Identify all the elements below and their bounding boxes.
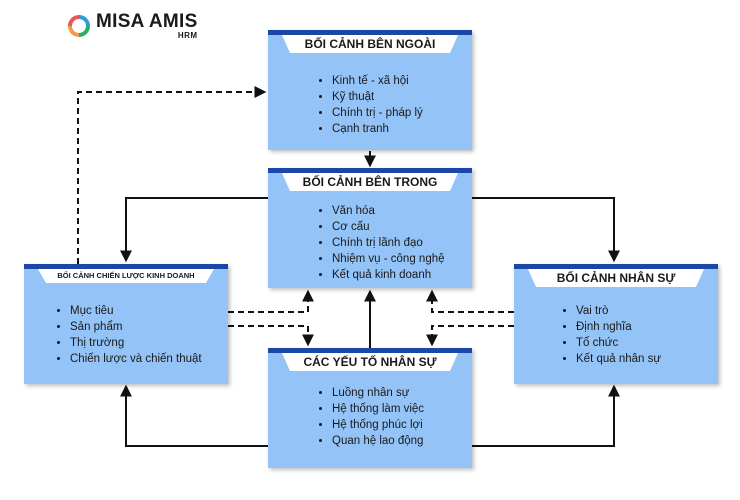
hr-context-list: Vai tròĐịnh nghĩaTổ chứcKết quả nhân sự <box>560 303 661 367</box>
arrow-internal-to-business <box>120 197 268 263</box>
business-strategy-title: BỐI CẢNH CHIẾN LƯỢC KINH DOANH <box>38 269 214 283</box>
arrow-hr-factors-to-hr-context <box>472 384 620 447</box>
misa-logo-icon <box>68 15 90 37</box>
business-strategy-box: BỐI CẢNH CHIẾN LƯỢC KINH DOANH Mục tiêuS… <box>24 264 228 384</box>
list-item: Kết quả nhân sự <box>576 351 661 367</box>
list-item: Kết quả kinh doanh <box>332 267 445 283</box>
list-item: Thị trường <box>70 335 202 351</box>
list-item: Kỹ thuật <box>332 89 423 105</box>
arrow-business-to-internal <box>228 289 314 313</box>
arrow-hr-factors-to-business <box>120 384 268 447</box>
list-item: Quan hệ lao động <box>332 433 424 449</box>
list-item: Hệ thống làm việc <box>332 401 424 417</box>
arrow-business-to-external <box>77 86 267 264</box>
list-item: Chiến lược và chiến thuật <box>70 351 202 367</box>
arrow-business-to-hr-factors <box>228 325 314 347</box>
list-item: Vai trò <box>576 303 661 319</box>
list-item: Hệ thống phúc lợi <box>332 417 424 433</box>
external-context-list: Kinh tế - xã hộiKỹ thuậtChính trị - pháp… <box>316 73 423 137</box>
business-strategy-list: Mục tiêuSản phẩmThị trườngChiến lược và … <box>54 303 202 367</box>
list-item: Tổ chức <box>576 335 661 351</box>
hr-context-title: BỐI CẢNH NHÂN SỰ <box>528 269 704 287</box>
external-context-title: BỐI CẢNH BÊN NGOÀI <box>282 35 458 53</box>
list-item: Văn hóa <box>332 203 445 219</box>
logo-name: MISA AMIS <box>96 11 198 32</box>
hr-factors-title: CÁC YẾU TỐ NHÂN SỰ <box>282 353 458 371</box>
list-item: Luồng nhân sự <box>332 385 424 401</box>
list-item: Sản phẩm <box>70 319 202 335</box>
external-context-box: BỐI CẢNH BÊN NGOÀI Kinh tế - xã hộiKỹ th… <box>268 30 472 150</box>
internal-context-title: BỐI CẢNH BÊN TRONG <box>282 173 458 191</box>
list-item: Cạnh tranh <box>332 121 423 137</box>
list-item: Định nghĩa <box>576 319 661 335</box>
internal-context-box: BỐI CẢNH BÊN TRONG Văn hóaCơ cấuChính tr… <box>268 168 472 288</box>
list-item: Nhiệm vụ - công nghệ <box>332 251 445 267</box>
arrow-internal-to-hr-context <box>472 197 620 263</box>
logo-sub: HRM <box>177 31 198 40</box>
list-item: Chính trị lãnh đạo <box>332 235 445 251</box>
list-item: Cơ cấu <box>332 219 445 235</box>
list-item: Mục tiêu <box>70 303 202 319</box>
hr-factors-list: Luồng nhân sựHệ thống làm việcHệ thống p… <box>316 385 424 449</box>
list-item: Chính trị - pháp lý <box>332 105 423 121</box>
logo: MISA AMIS HRM <box>68 10 198 42</box>
internal-context-list: Văn hóaCơ cấuChính trị lãnh đạoNhiệm vụ … <box>316 203 445 283</box>
list-item: Kinh tế - xã hội <box>332 73 423 89</box>
arrow-hr-context-to-hr-factors <box>426 325 514 347</box>
arrow-hr-context-to-internal <box>426 289 514 313</box>
hr-context-box: BỐI CẢNH NHÂN SỰ Vai tròĐịnh nghĩaTổ chứ… <box>514 264 718 384</box>
hr-factors-box: CÁC YẾU TỐ NHÂN SỰ Luồng nhân sựHệ thống… <box>268 348 472 468</box>
